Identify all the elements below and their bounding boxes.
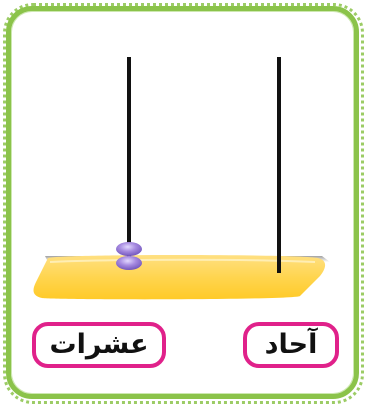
tens-beads	[116, 242, 142, 270]
tens-label: عشرات	[32, 322, 166, 368]
decorative-border	[3, 3, 364, 404]
tens-bead	[116, 242, 142, 256]
base-highlight	[49, 258, 316, 263]
units-rod	[277, 57, 281, 273]
abacus-base	[33, 255, 326, 300]
tens-rod	[127, 57, 131, 257]
units-label: آحاد	[243, 322, 339, 368]
tens-bead	[116, 256, 142, 270]
